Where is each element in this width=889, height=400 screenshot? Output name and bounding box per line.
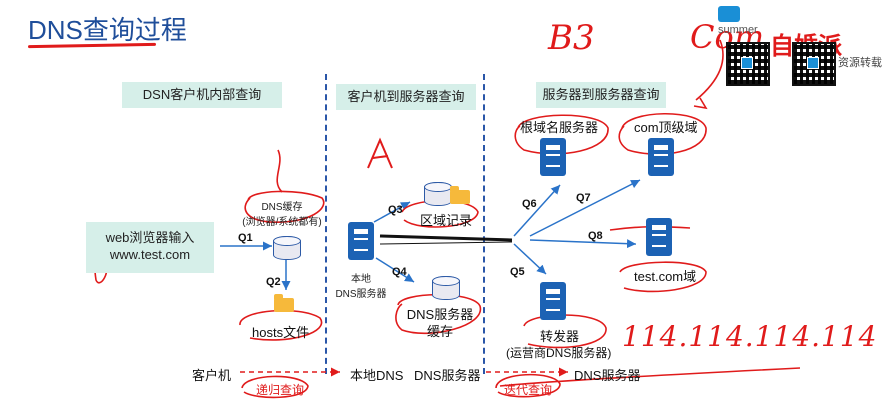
bottom-local-dns: 本地DNS bbox=[350, 368, 404, 383]
scribble-bottom-line bbox=[499, 367, 801, 387]
watermark: summer 自婚派 资源转载 bbox=[714, 2, 889, 92]
arrow-q6 bbox=[513, 184, 561, 237]
arrow-q4 bbox=[375, 257, 415, 283]
forwarder-server-icon bbox=[540, 282, 566, 320]
bottom-dns-server-2: DNS服务器 bbox=[574, 368, 641, 383]
circle-hosts bbox=[239, 309, 323, 341]
handwritten-a bbox=[367, 137, 393, 169]
circle-iterative bbox=[495, 373, 561, 398]
divider-right bbox=[483, 74, 485, 374]
dns-cache-line-2: (浏览器/系统都有) bbox=[242, 217, 322, 228]
bottom-recursive: 递归查询 bbox=[256, 383, 305, 397]
test-server-icon bbox=[646, 218, 672, 256]
arrow-q8 bbox=[529, 239, 637, 249]
input-box: web浏览器输入 www.test.com bbox=[86, 222, 214, 273]
bottom-dns-server-1: DNS服务器 bbox=[414, 368, 481, 383]
input-line-2: www.test.com bbox=[109, 247, 191, 262]
server-cache-line-2: 缓存 bbox=[426, 324, 453, 339]
circle-dns-cache-server bbox=[395, 293, 481, 334]
root-server-icon bbox=[540, 138, 566, 176]
q8-label: Q8 bbox=[588, 230, 603, 242]
bottom-client: 客户机 bbox=[192, 368, 232, 383]
local-dns-line-1: 本地 bbox=[351, 274, 371, 285]
zone-record-label: 区域记录 bbox=[420, 213, 473, 228]
handwritten-ip: 114.114.114.114 bbox=[622, 320, 878, 353]
handwriting-marks bbox=[94, 39, 801, 399]
q2-label: Q2 bbox=[266, 276, 281, 288]
root-server-label: 根域名服务器 bbox=[520, 120, 599, 135]
circle-zone-record bbox=[401, 199, 479, 228]
zone-record-folder-icon bbox=[450, 186, 470, 204]
arrow-q3 bbox=[373, 201, 411, 223]
circle-root bbox=[514, 114, 609, 155]
watermark-logo-text: summer bbox=[718, 24, 758, 36]
qr-code-left-center bbox=[741, 57, 753, 69]
test-server-label: test.com域 bbox=[634, 269, 697, 284]
circle-test-com bbox=[619, 261, 707, 293]
circle-com bbox=[618, 113, 707, 156]
dns-cache-line-1: DNS缓存 bbox=[261, 202, 303, 213]
input-line-1: web浏览器输入 bbox=[105, 230, 195, 245]
circle-recursive bbox=[241, 375, 309, 399]
qr-code-right-center bbox=[807, 57, 819, 69]
server-cache-database-icon bbox=[431, 275, 460, 300]
circle-dns-cache bbox=[244, 190, 325, 223]
q5-label: Q5 bbox=[510, 266, 525, 278]
hosts-folder-icon bbox=[274, 294, 294, 312]
link-local-to-internet bbox=[379, 234, 513, 242]
local-dns-line-2: DNS服务器 bbox=[335, 289, 387, 300]
q7-label: Q7 bbox=[576, 192, 591, 204]
scribble-com-arrow bbox=[695, 39, 724, 101]
arrow-q5 bbox=[513, 243, 547, 275]
q4-label: Q4 bbox=[392, 266, 407, 278]
q6-label: Q6 bbox=[522, 198, 537, 210]
hosts-label: hosts文件 bbox=[252, 325, 310, 340]
divider-left bbox=[325, 74, 327, 374]
dns-cache-database-icon bbox=[272, 235, 301, 260]
forwarder-label: 转发器 bbox=[540, 329, 580, 344]
handwritten-b3: B3 bbox=[548, 18, 595, 58]
bottom-iterative: 迭代查询 bbox=[504, 383, 553, 397]
section-header-client-to-server: 客户机到服务器查询 bbox=[336, 84, 476, 110]
arrow-q7 bbox=[529, 179, 641, 237]
watermark-text: 资源转载 bbox=[838, 57, 882, 69]
com-server-icon bbox=[648, 138, 674, 176]
watermark-logo-icon bbox=[718, 6, 740, 22]
local-dns-server-icon bbox=[348, 222, 374, 260]
dns-cache-label: DNS缓存 (浏览器/系统都有) bbox=[236, 198, 328, 228]
com-server-label: com顶级域 bbox=[634, 120, 698, 135]
server-cache-line-1: DNS服务器 bbox=[406, 307, 474, 322]
zone-record-database-icon bbox=[423, 181, 452, 206]
page-title: DNS查询过程 bbox=[28, 15, 187, 45]
scribble-cache-top bbox=[276, 149, 283, 193]
scribble-arrowhead bbox=[693, 97, 708, 110]
forwarder-sublabel: (运营商DNS服务器) bbox=[506, 346, 612, 360]
server-cache-label: DNS服务器 缓存 bbox=[404, 306, 476, 340]
q3-label: Q3 bbox=[388, 204, 403, 216]
section-header-server-to-server: 服务器到服务器查询 bbox=[536, 82, 666, 108]
q1-label: Q1 bbox=[238, 232, 253, 244]
link-local-to-internet-2 bbox=[379, 241, 513, 245]
section-header-client-internal: DSN客户机内部查询 bbox=[122, 82, 282, 108]
local-dns-label: 本地 DNS服务器 bbox=[330, 270, 392, 300]
